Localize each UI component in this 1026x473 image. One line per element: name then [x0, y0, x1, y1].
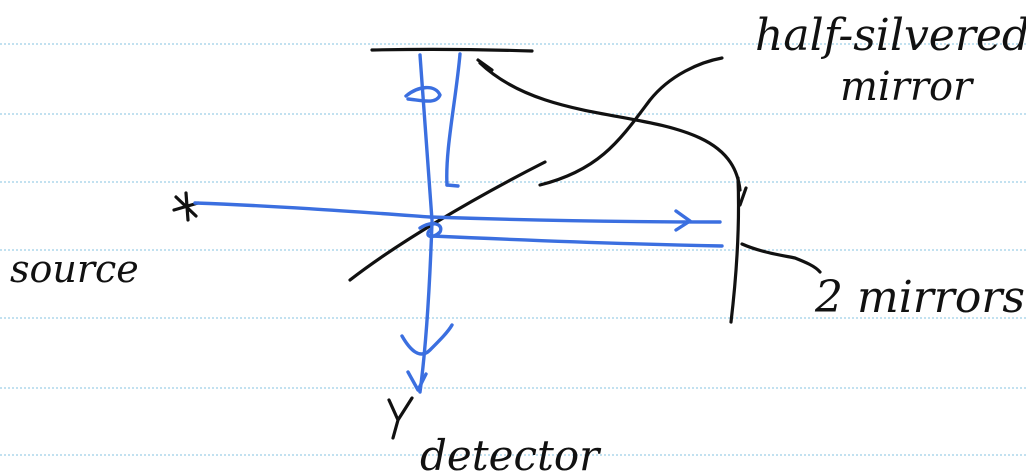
vertical-beam-down [445, 52, 462, 187]
mirror-leader [478, 61, 742, 192]
right-mirror [729, 176, 741, 324]
label-detector: detector [420, 431, 602, 473]
leader-start-mark [476, 58, 494, 72]
top-loop [404, 85, 442, 103]
vertical-beam-up [418, 53, 434, 222]
label-source: source [10, 247, 139, 291]
vertical-beam-kink [445, 183, 460, 188]
source-beam [193, 201, 722, 224]
ruled-lines [0, 43, 1026, 456]
return-beam [430, 234, 724, 248]
detector-arrowhead [406, 370, 428, 392]
right-mirror-tick [738, 186, 748, 207]
label-mirror: mirror [840, 64, 975, 110]
source-star [172, 191, 200, 222]
half-silvered-mirror [348, 160, 547, 282]
half-silvered-leader [538, 56, 724, 187]
detector-mark [387, 396, 414, 440]
top-mirror [370, 47, 534, 53]
label-two-mirrors: 2 mirrors [814, 272, 1025, 323]
mirror-crossing-scribble [418, 221, 443, 239]
two-mirrors-leader [740, 242, 822, 274]
detector-beam [418, 220, 434, 394]
label-half-silvered: half-silvered [755, 10, 1026, 61]
beam-arrowhead-down [400, 323, 454, 356]
beam-arrowhead-right [674, 209, 692, 232]
